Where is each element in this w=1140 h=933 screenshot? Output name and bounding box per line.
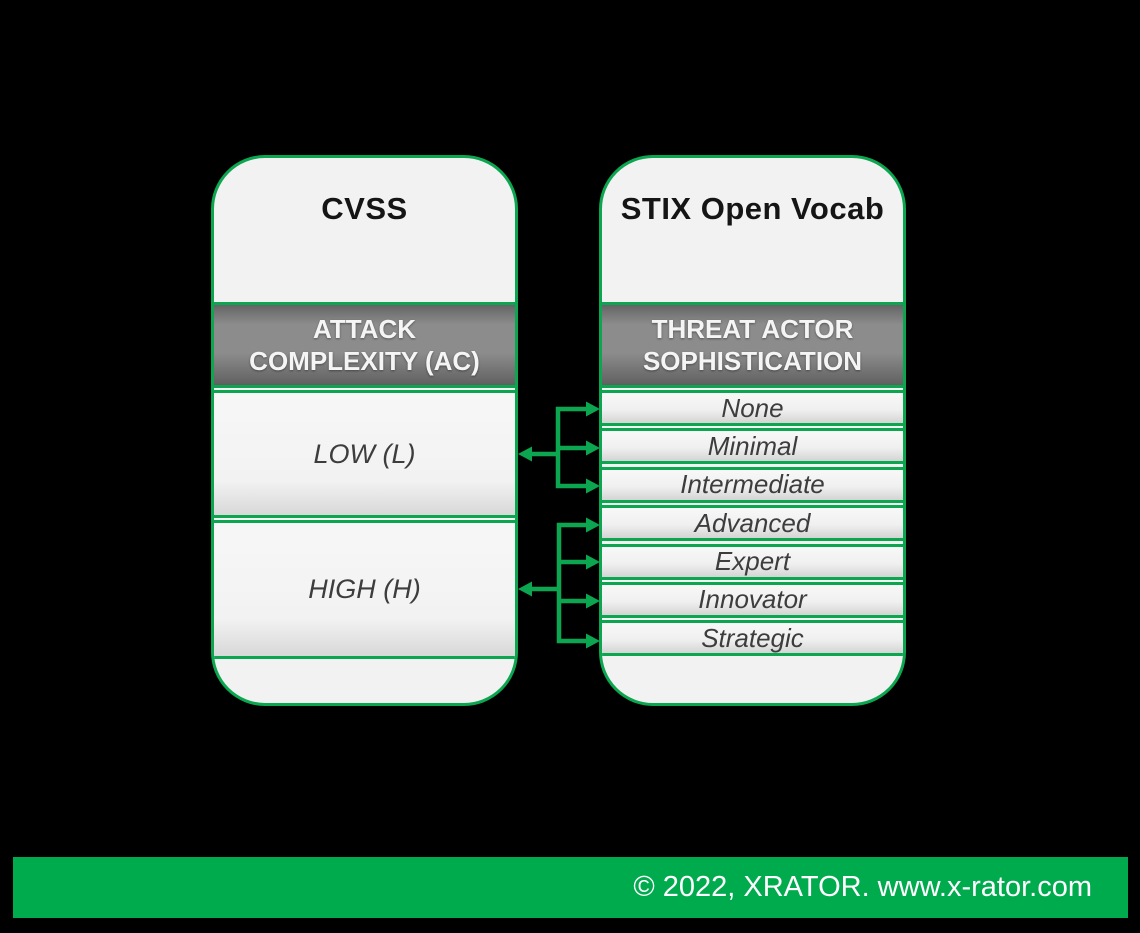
cvss-panel-title: CVSS (321, 191, 408, 226)
cvss-row-high: HIGH (H) (214, 520, 515, 659)
high-mapping-arrowheads (518, 517, 600, 649)
attack-complexity-header: ATTACK COMPLEXITY (AC) (214, 302, 515, 388)
vocab-row-advanced: Advanced (602, 505, 903, 542)
vocab-row-minimal: Minimal (602, 428, 903, 465)
low-mapping-connector (531, 406, 588, 489)
vocab-row-strategic: Strategic (602, 620, 903, 657)
threat-actor-sophistication-header: THREAT ACTOR SOPHISTICATION (602, 302, 903, 388)
footer-bar: © 2022, XRATOR. www.x-rator.com (13, 857, 1128, 918)
low-mapping-arrowheads (518, 401, 600, 494)
threat-actor-header-line1: THREAT ACTOR (651, 313, 854, 344)
copyright-text: © 2022, XRATOR. www.x-rator.com (633, 871, 1092, 903)
stix-panel-title: STIX Open Vocab (620, 191, 885, 226)
vocab-row-none: None (602, 390, 903, 426)
stix-panel: STIX Open Vocab THREAT ACTOR SOPHISTICAT… (599, 155, 906, 706)
vocab-row-expert: Expert (602, 543, 903, 580)
cvss-panel: CVSS ATTACK COMPLEXITY (AC) LOW (L) HIGH… (211, 155, 518, 706)
threat-actor-header-line2: SOPHISTICATION (642, 346, 863, 376)
attack-complexity-header-line2: COMPLEXITY (AC) (249, 346, 480, 376)
cvss-row-low: LOW (L) (214, 390, 515, 518)
high-mapping-connector (531, 522, 588, 644)
vocab-row-intermediate: Intermediate (602, 466, 903, 503)
vocab-row-innovator: Innovator (602, 581, 903, 618)
mapping-arrows (518, 401, 600, 649)
vocab-row-list: None Minimal Intermediate Advanced Exper… (602, 390, 903, 659)
attack-complexity-header-line1: ATTACK (312, 313, 416, 344)
